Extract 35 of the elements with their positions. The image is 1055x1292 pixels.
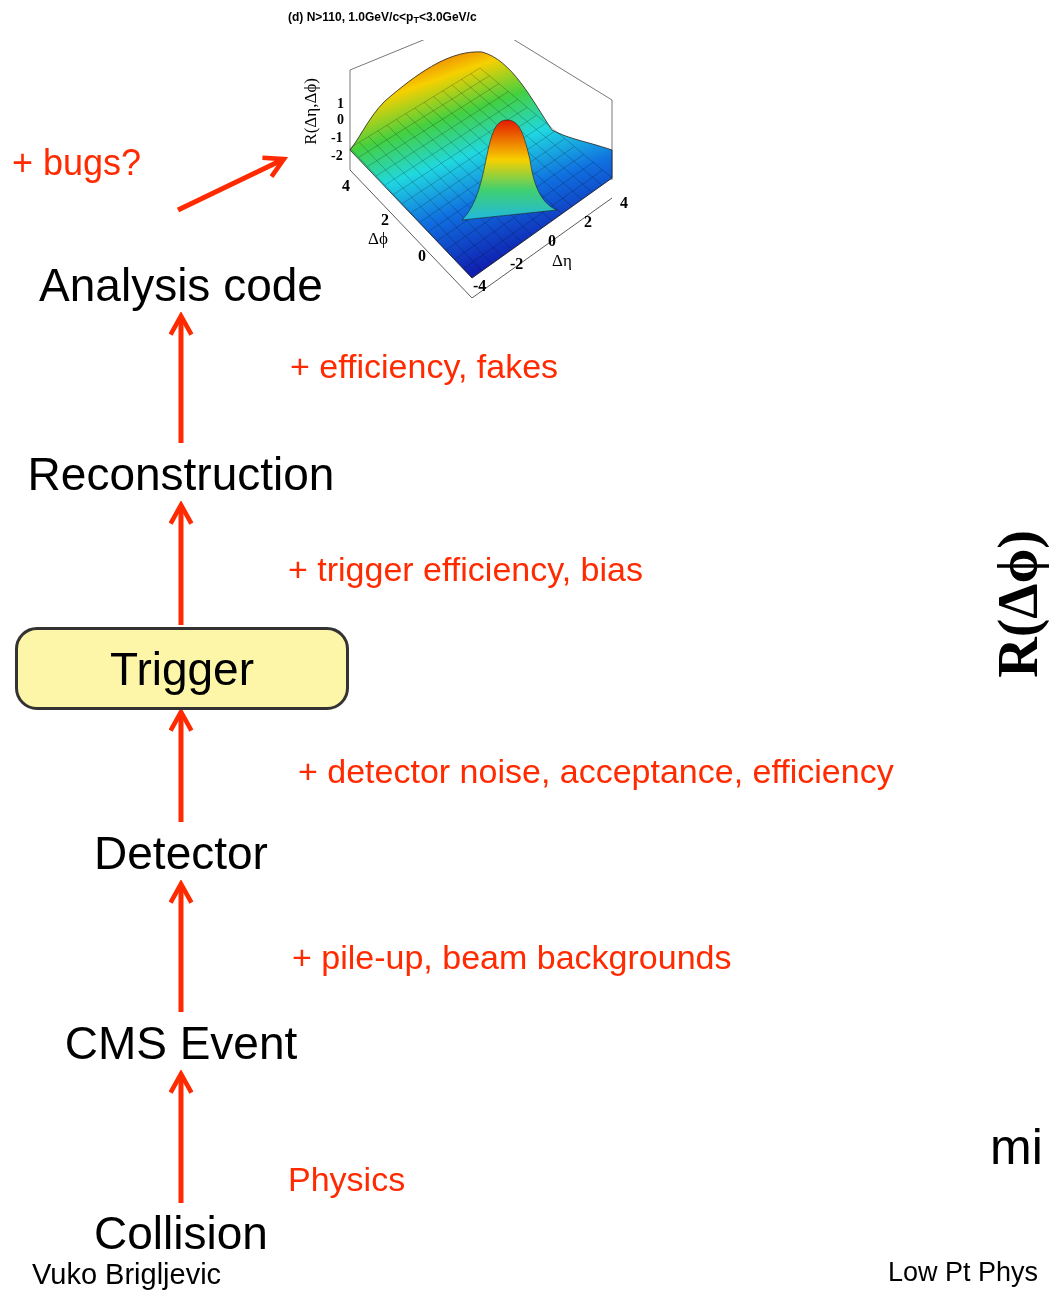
- tick-label: -2: [331, 149, 343, 163]
- plot-title: (d) N>110, 1.0GeV/c<p$_{T}$<3.0GeV/c: [288, 9, 477, 26]
- tick-label: 2: [584, 214, 592, 230]
- stage-label: Reconstruction: [5, 445, 357, 503]
- arrow: [176, 155, 287, 213]
- tick-label: 0: [418, 248, 426, 264]
- tick-label: 1: [337, 97, 344, 111]
- text-label: Low Pt Phys: [888, 1256, 1039, 1289]
- stage-label: Detector: [60, 824, 302, 882]
- tick-label: 0: [337, 113, 344, 127]
- arrow: [168, 313, 194, 443]
- tick-label: 0: [548, 233, 556, 249]
- arrow: [168, 709, 194, 822]
- process-box: Trigger: [15, 627, 349, 710]
- edge-label: + pile-up, beam backgrounds: [292, 937, 732, 978]
- tick-label: -1: [331, 131, 343, 145]
- axis-label: R(Δη,Δϕ): [300, 78, 321, 145]
- tick-label: Δϕ: [368, 230, 388, 247]
- tick-label: 4: [620, 195, 628, 211]
- tick-label: 2: [381, 212, 389, 228]
- edge-label: Physics: [288, 1159, 406, 1200]
- text-label: mi: [990, 1122, 1043, 1172]
- arrow: [168, 881, 194, 1012]
- edge-label: + efficiency, fakes: [290, 346, 559, 387]
- tick-label: -2: [510, 256, 524, 272]
- tick-label: Δη: [552, 252, 572, 269]
- edge-label: + detector noise, acceptance, efficiency: [298, 751, 894, 792]
- arrow: [168, 502, 194, 625]
- stage-label: CMS Event: [40, 1014, 322, 1072]
- stage-label: Analysis code: [20, 256, 342, 314]
- tick-label: 4: [342, 178, 350, 194]
- text-label: + bugs?: [12, 141, 142, 185]
- tick-label: -4: [473, 278, 487, 294]
- edge-label: + trigger efficiency, bias: [288, 549, 643, 590]
- arrow: [168, 1071, 194, 1203]
